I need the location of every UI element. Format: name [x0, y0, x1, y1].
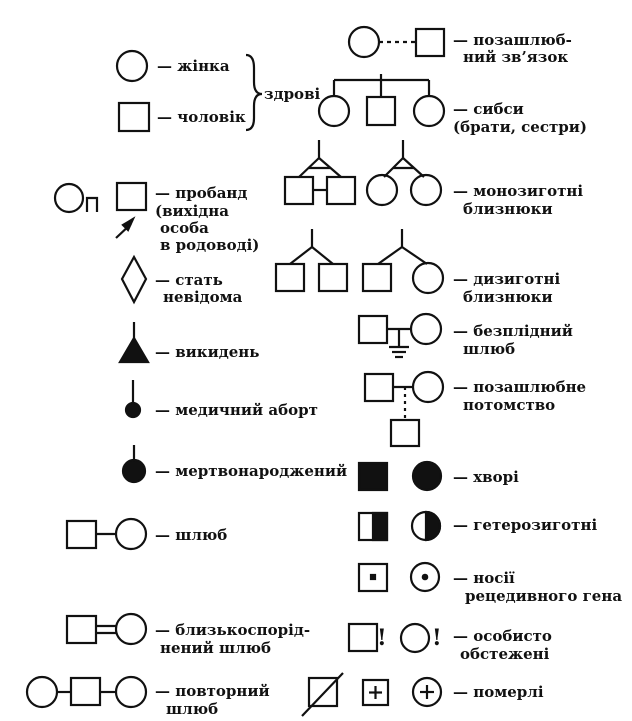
miscarriage-symbol: [118, 322, 150, 364]
miscarriage-label: — викидень: [155, 343, 259, 361]
extramarital-link-symbol: [347, 25, 446, 59]
siblings-label-2: (брати, сестри): [453, 118, 587, 136]
proband-label-1: — пробанд: [155, 184, 247, 202]
childless-label-2: шлюб: [463, 340, 515, 358]
marriage-symbol: [65, 517, 148, 551]
sex-unknown-label-2: невідома: [163, 288, 243, 306]
examined-mark-male: !: [377, 625, 387, 651]
stillborn-label: — мертвонароджений: [155, 462, 347, 480]
dizygotic-twins-symbol: [274, 229, 445, 295]
sex-unknown-diamond-symbol: [120, 254, 148, 305]
medical-abortion-label: — медичний аборт: [155, 401, 318, 419]
heterozygous-label: — гетерозиготні: [453, 516, 597, 534]
personally-examined-symbol: ! !: [347, 622, 442, 654]
siblings-symbol: [317, 74, 446, 128]
carrier-label-1: — носії: [453, 569, 515, 587]
proband-label-4: в родоводі): [160, 236, 259, 254]
monozygotic-label-2: близнюки: [463, 200, 553, 218]
male-symbol: [117, 101, 151, 133]
extramarital-offspring-label-1: — позашлюбне: [453, 378, 586, 396]
deceased-label: — померлі: [453, 683, 544, 701]
siblings-label-1: — сибси: [453, 100, 524, 118]
dizygotic-label-1: — дизиготні: [453, 270, 561, 288]
dizygotic-label-2: близнюки: [463, 288, 553, 306]
extramarital-offspring-label-2: потомство: [463, 396, 555, 414]
male-label: — чоловік: [157, 108, 246, 126]
monozygotic-twins-symbol: [283, 140, 443, 207]
monozygotic-label-1: — монозиготні: [453, 182, 583, 200]
examined-label-1: — особисто: [453, 627, 552, 645]
remarriage-label-1: — повторний: [155, 682, 270, 700]
remarriage-label-2: шлюб: [166, 700, 218, 718]
medical-abortion-symbol: [124, 380, 142, 419]
marriage-label: — шлюб: [155, 526, 227, 544]
proband-symbol: [53, 181, 148, 239]
healthy-brace: [245, 53, 263, 132]
healthy-label: здрові: [264, 85, 320, 103]
extramarital-link-label-1: — позашлюб-: [453, 31, 572, 49]
carrier-label-2: рецедивного гена: [465, 587, 622, 605]
childless-marriage-symbol: [357, 312, 443, 359]
extramarital-link-label-2: ний зв’язок: [463, 48, 568, 66]
consanguineous-marriage-symbol: [65, 612, 148, 646]
childless-label-1: — безплідний: [453, 322, 573, 340]
extramarital-offspring-symbol: [363, 370, 445, 448]
remarriage-symbol: [25, 675, 148, 709]
stillborn-symbol: [121, 445, 147, 484]
consanguineous-label-2: нений шлюб: [160, 639, 271, 657]
deceased-symbol: [301, 672, 443, 717]
proband-label-2: (вихідна: [155, 202, 229, 220]
proband-label-3: особа: [160, 219, 209, 237]
examined-label-2: обстежені: [460, 645, 550, 663]
consanguineous-label-1: — близькоспорід-: [155, 621, 310, 639]
sex-unknown-label-1: — стать: [155, 271, 223, 289]
carrier-symbol: [357, 561, 441, 593]
examined-mark-female: !: [432, 625, 442, 651]
heterozygous-symbol: [357, 510, 442, 542]
female-symbol: [115, 49, 149, 83]
affected-symbol: [357, 460, 443, 492]
affected-label: — хворі: [453, 468, 519, 486]
female-label: — жінка: [157, 57, 230, 75]
